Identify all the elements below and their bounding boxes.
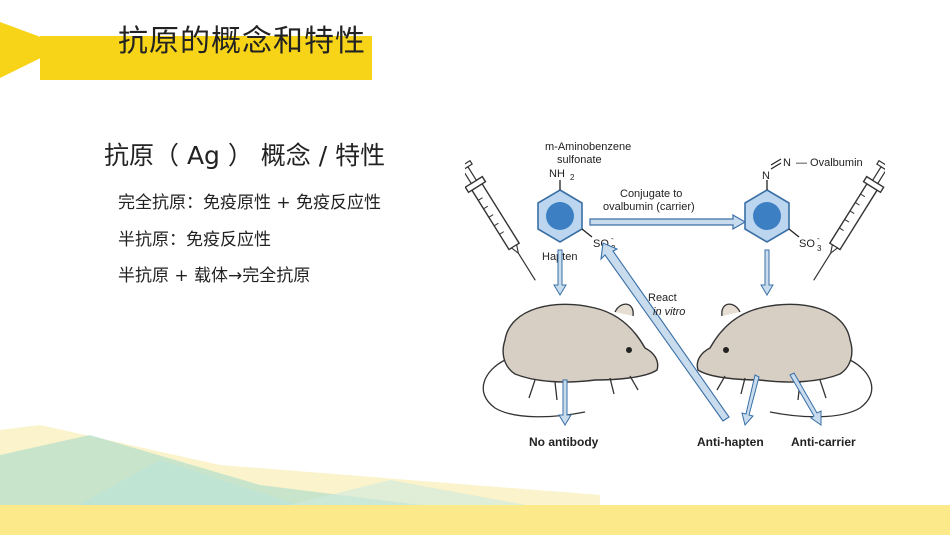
bullet-hapten: 半抗原：免疫反应性 — [118, 230, 271, 250]
title-accent-shape — [0, 22, 372, 80]
ovalbumin-label: — Ovalbumin — [796, 157, 863, 169]
conjugate-label-line2: ovalbumin (carrier) — [603, 201, 695, 213]
right-mouse-icon — [696, 303, 873, 418]
so3-subscript-right: 3 — [817, 244, 822, 253]
conjugate-arrow — [589, 213, 747, 231]
in-vitro-label: in vitro — [653, 306, 685, 318]
so3-label-right: SO — [799, 238, 815, 250]
bullet-hapten-carrier: 半抗原 + 载体→完全抗原 — [118, 266, 311, 286]
left-syringe-icon — [465, 158, 545, 287]
compound-name-line1: m-Aminobenzene — [545, 141, 631, 153]
react-label: React — [648, 292, 677, 304]
left-mouse-icon — [482, 303, 659, 418]
anti-hapten-arrow — [741, 374, 760, 427]
right-syringe-icon — [804, 158, 885, 287]
no-antibody-arrow — [558, 379, 572, 426]
conjugate-label-line1: Conjugate to — [620, 188, 682, 200]
nh2-subscript: 2 — [570, 173, 575, 182]
anti-carrier-label: Anti-carrier — [791, 435, 856, 449]
page-title: 抗原的概念和特性 — [118, 24, 366, 59]
azo-n2-label: N — [783, 157, 791, 169]
bullet-complete-antigen: 完全抗原：免疫原性 + 免疫反应性 — [118, 193, 382, 213]
section-heading: 抗原（ Ag ） 概念 / 特性 — [104, 141, 386, 170]
so3-superscript-left: - — [611, 234, 614, 243]
hapten-ring — [537, 180, 593, 243]
conjugate-to-mouse-arrow — [760, 249, 774, 296]
so3-superscript-right: - — [817, 234, 820, 243]
no-antibody-label: No antibody — [529, 435, 599, 449]
hapten-to-mouse-arrow — [553, 249, 567, 296]
compound-name-line2: sulfonate — [557, 154, 602, 166]
hapten-carrier-diagram: m-Aminobenzene sulfonate NH 2 SO 3 - Hap… — [465, 141, 885, 449]
anti-carrier-arrow — [789, 372, 822, 426]
anti-hapten-label: Anti-hapten — [697, 435, 764, 449]
conjugate-ring — [744, 158, 800, 243]
nh2-label: NH — [549, 168, 565, 180]
azo-n1-label: N — [762, 170, 770, 182]
react-in-vitro-arrow — [600, 242, 730, 422]
bottom-band — [0, 505, 950, 535]
